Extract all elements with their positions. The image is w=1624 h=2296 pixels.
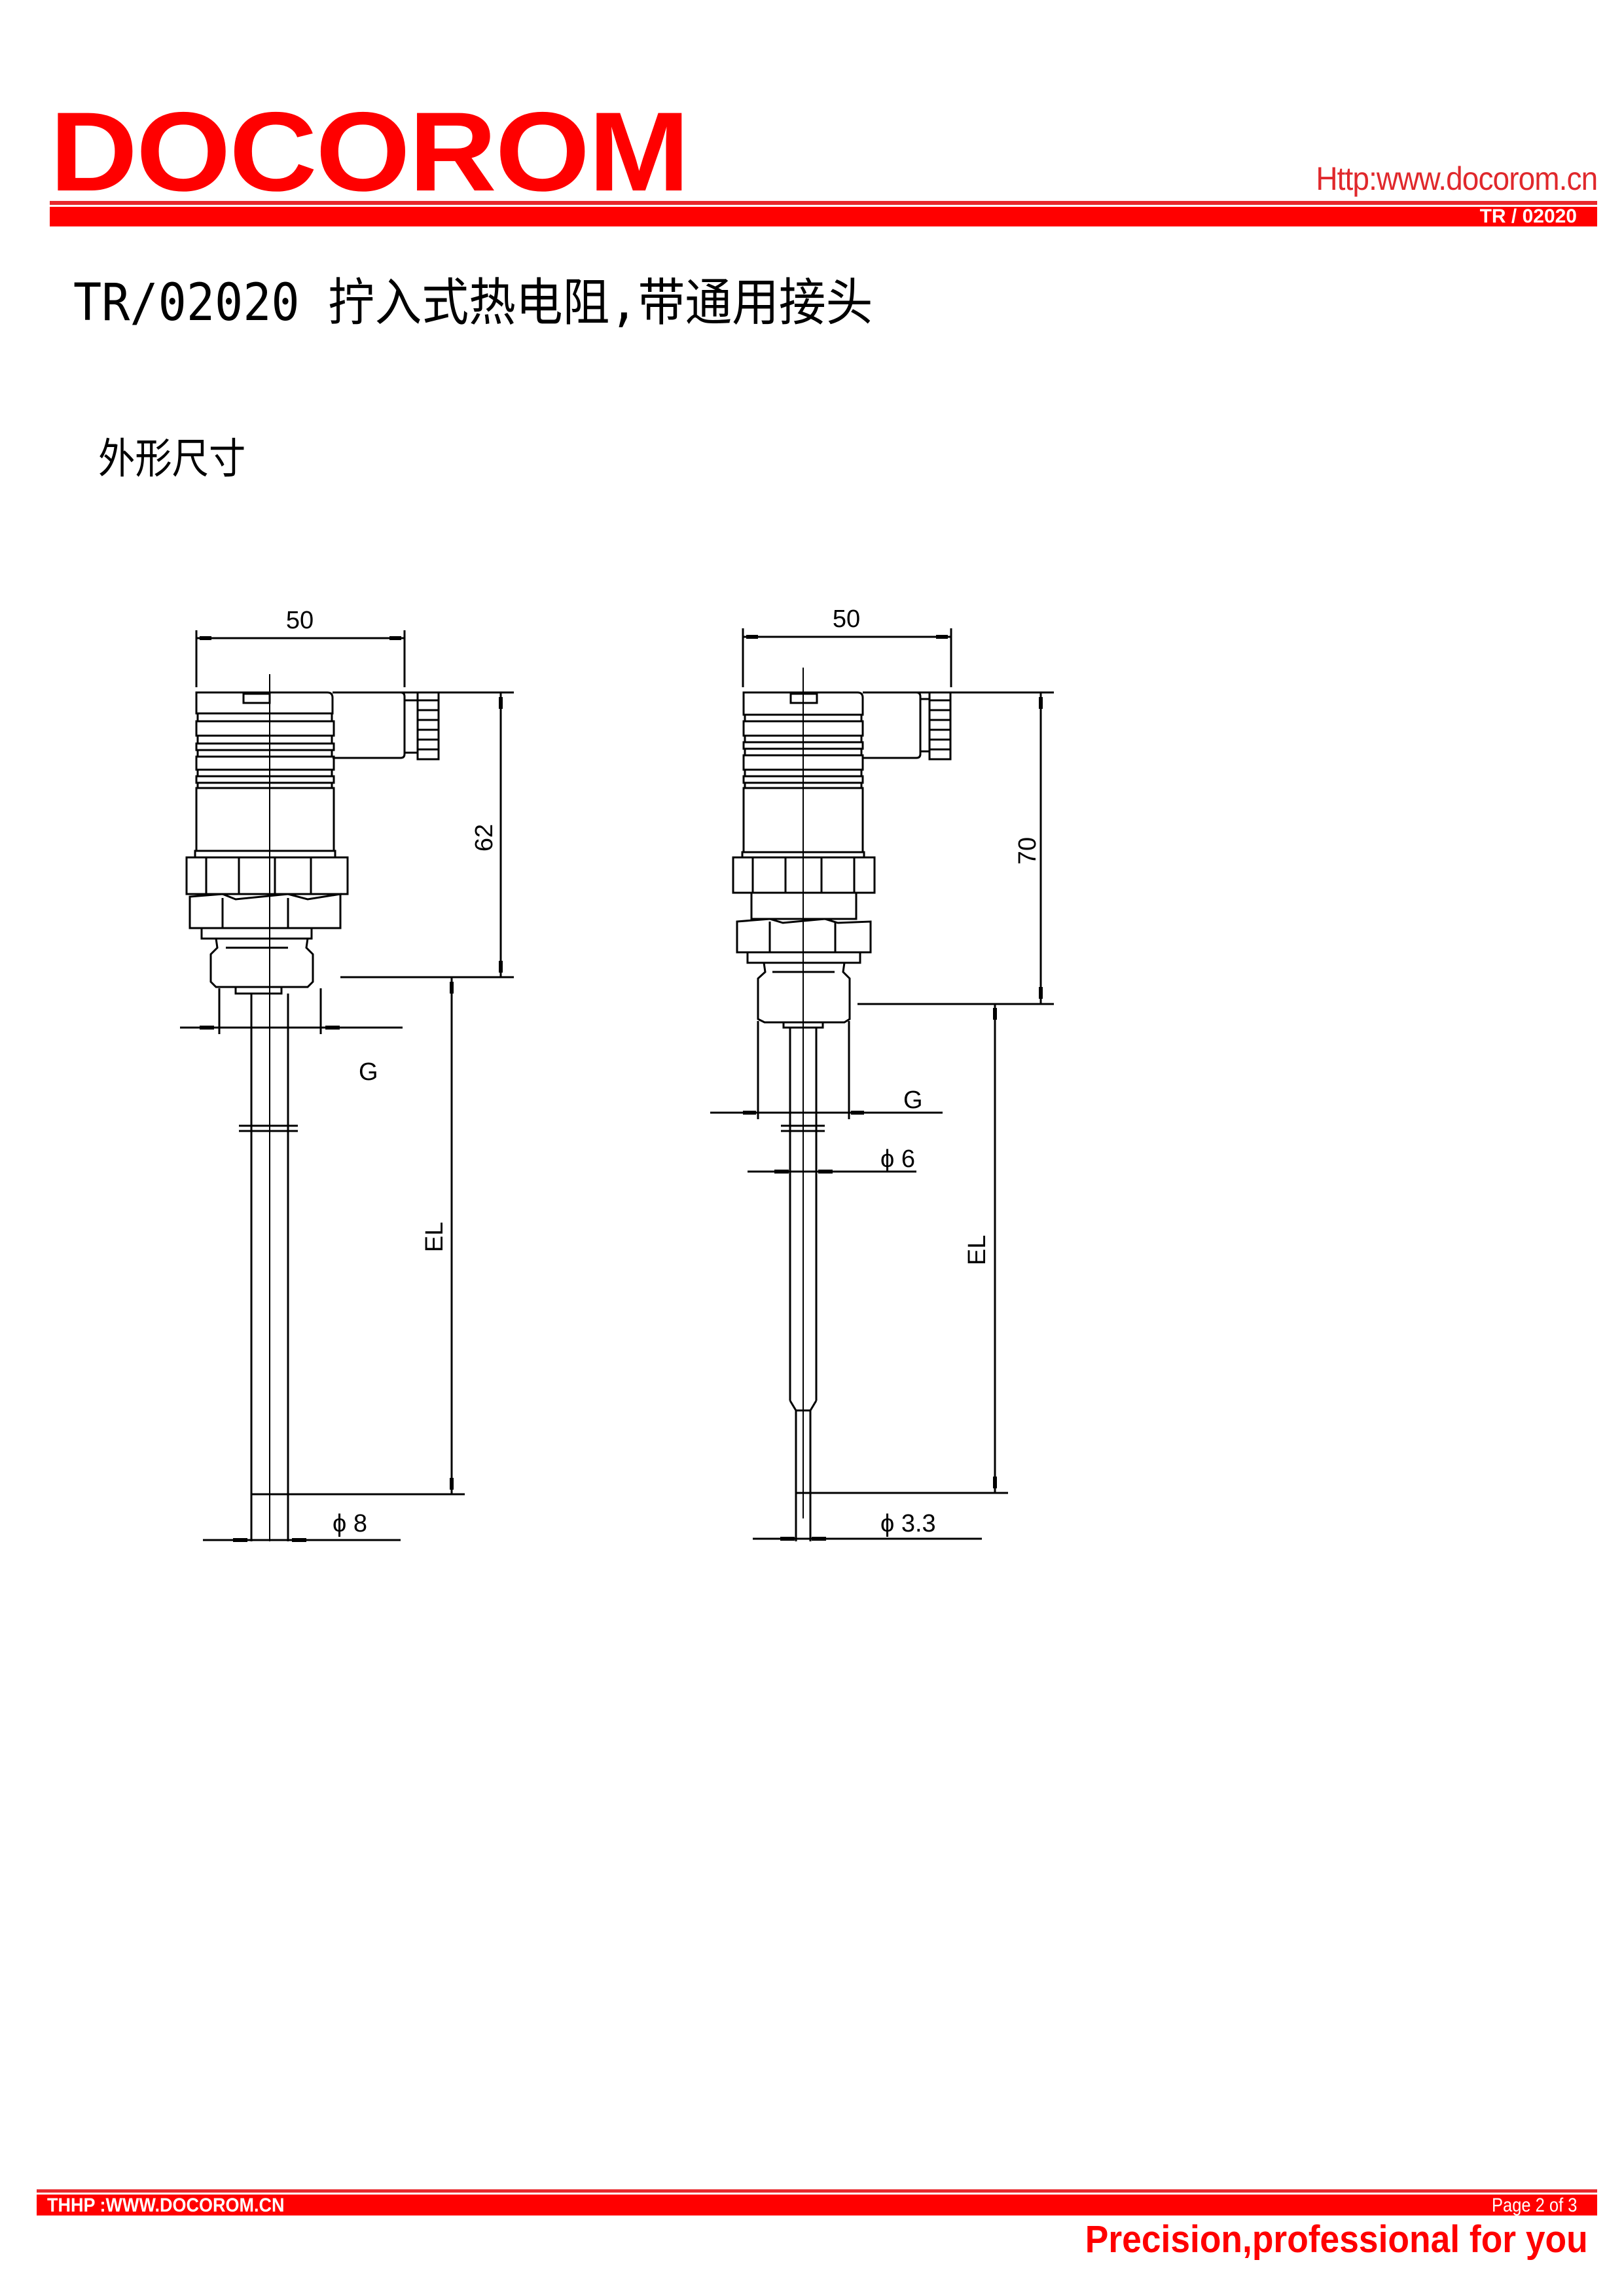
footer-rule bbox=[37, 2189, 1597, 2193]
header-bar bbox=[50, 207, 1597, 226]
header-doc-code: TR / 02020 bbox=[1479, 206, 1577, 227]
dim-thread-1: G bbox=[359, 1058, 378, 1086]
dim-length-2: EL bbox=[964, 1235, 991, 1265]
dim-height-2: 70 bbox=[1014, 837, 1041, 865]
header-url: Http:www.docorom.cn bbox=[1316, 160, 1598, 197]
logo-text: DOCOROM bbox=[50, 89, 690, 215]
technical-drawings: 50 62 G EL ϕ 8 50 70 G ϕ 6 EL ϕ 3.3 bbox=[180, 605, 1054, 1542]
dim-tip-diameter-2: ϕ 3.3 bbox=[880, 1510, 936, 1537]
dim-height-1: 62 bbox=[471, 824, 498, 852]
page-title: TR/02020 拧入式热电阻,带通用接头 bbox=[73, 274, 873, 332]
footer-page-number: Page 2 of 3 bbox=[1491, 2195, 1577, 2216]
dim-thread-2: G bbox=[903, 1086, 923, 1114]
dim-width-2: 50 bbox=[833, 605, 860, 633]
drawing-variant-1 bbox=[180, 630, 514, 1541]
dim-tip-diameter-1: ϕ 8 bbox=[333, 1510, 367, 1537]
footer-website: THHP :WWW.DOCOROM.CN bbox=[47, 2195, 285, 2216]
section-heading: 外形尺寸 bbox=[98, 435, 246, 484]
footer-tagline: Precision,professional for you bbox=[1085, 2218, 1588, 2261]
dim-width-1: 50 bbox=[286, 607, 314, 634]
drawing-variant-2 bbox=[710, 628, 1054, 1541]
docorom-logo: DOCOROM bbox=[50, 96, 690, 208]
dim-length-1: EL bbox=[421, 1222, 448, 1252]
footer-bar bbox=[37, 2195, 1597, 2215]
header-rule bbox=[50, 201, 1597, 205]
dim-shaft-diameter-2: ϕ 6 bbox=[880, 1145, 915, 1173]
